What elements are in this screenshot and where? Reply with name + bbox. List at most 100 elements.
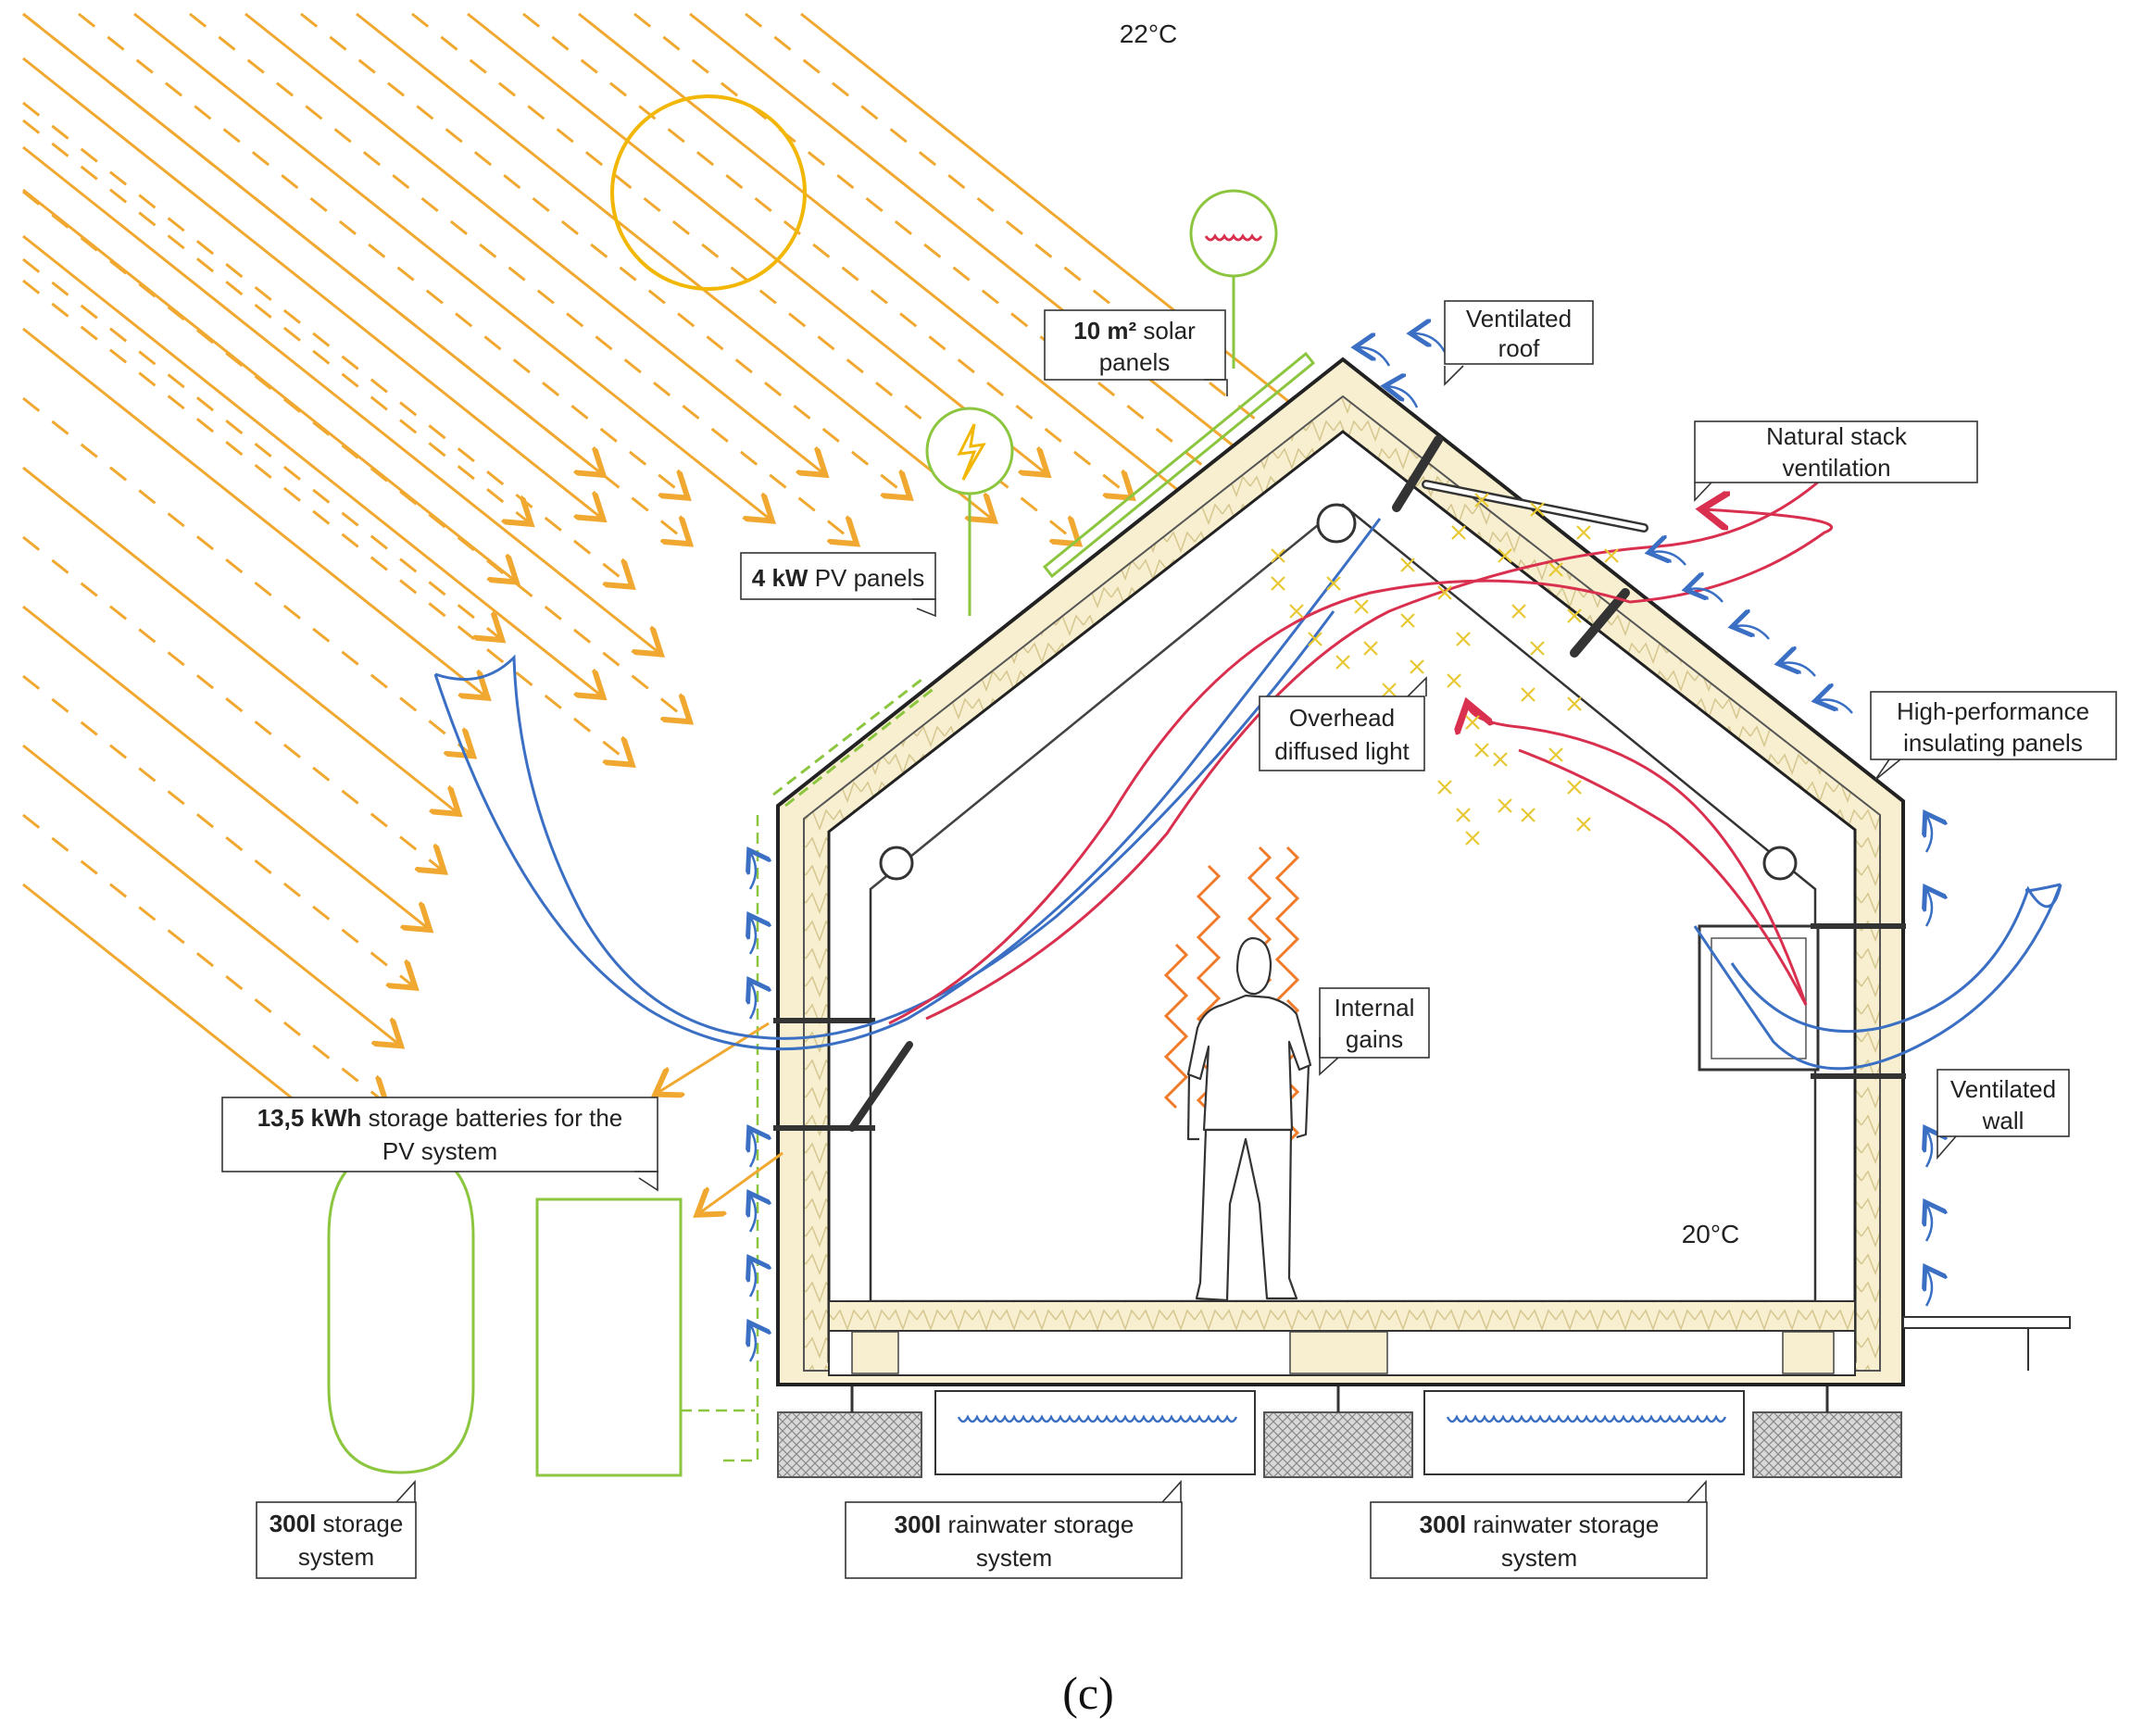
light-cross xyxy=(1437,585,1452,600)
air-arrow xyxy=(750,982,756,1020)
svg-text:Natural stack: Natural stack xyxy=(1766,422,1908,450)
air-arrow xyxy=(750,1324,756,1362)
storage-tank xyxy=(327,1147,475,1474)
light-cross xyxy=(1410,659,1424,674)
label-300l-storage: 300l storage system xyxy=(256,1479,417,1579)
foundation xyxy=(777,1385,1902,1478)
air-arrow xyxy=(1926,1204,1932,1242)
solar-ray xyxy=(78,12,685,496)
solar-ray xyxy=(745,12,1352,496)
light-cross xyxy=(1567,608,1582,623)
label-pv-panels: 4 kW PV panels xyxy=(740,552,936,618)
svg-text:insulating panels: insulating panels xyxy=(1903,729,2083,757)
air-arrow xyxy=(1734,621,1770,640)
svg-text:roof: roof xyxy=(1498,334,1541,362)
air-arrow xyxy=(750,1130,756,1168)
solar-ray xyxy=(22,234,601,696)
solar-ray xyxy=(133,12,770,520)
svg-text:300l rainwater storage: 300l rainwater storage xyxy=(895,1511,1134,1538)
light-cross xyxy=(1451,525,1466,540)
air-arrow xyxy=(1357,343,1391,367)
label-overhead-light: Overhead diffused light xyxy=(1259,676,1427,771)
svg-text:Ventilated: Ventilated xyxy=(1466,305,1572,332)
solar-ray xyxy=(22,327,485,696)
light-cross xyxy=(1354,599,1369,614)
air-arrow xyxy=(750,917,756,955)
light-cross xyxy=(1474,743,1489,758)
ventilation-arrows xyxy=(750,329,1932,1362)
sun-icon xyxy=(610,94,807,291)
svg-text:4 kW PV panels: 4 kW PV panels xyxy=(752,564,924,592)
solar-ray xyxy=(22,396,471,754)
light-cross xyxy=(1326,576,1341,591)
callout-labels: 10 m² solar panels Ventilated roof Natur… xyxy=(221,300,2117,1579)
label-ventilated-wall: Ventilated wall xyxy=(1937,1069,2070,1160)
air-arrow xyxy=(1687,584,1724,603)
svg-text:wall: wall xyxy=(1982,1107,2024,1135)
svg-text:panels: panels xyxy=(1099,348,1171,376)
svg-text:system: system xyxy=(976,1544,1052,1572)
air-arrow xyxy=(1926,889,1932,927)
figure-caption: (c) xyxy=(1062,1667,1114,1719)
light-cross xyxy=(1604,548,1619,563)
solar-ray xyxy=(244,12,823,473)
light-cross xyxy=(1548,562,1563,577)
svg-text:system: system xyxy=(1501,1544,1577,1572)
label-storage-batteries: 13,5 kWh storage batteries for the PV sy… xyxy=(221,1097,658,1192)
svg-text:Overhead: Overhead xyxy=(1289,704,1395,732)
solar-ray xyxy=(22,744,399,1044)
house-section xyxy=(773,357,2071,1386)
heat-wave xyxy=(1163,943,1189,1109)
solar-ray xyxy=(22,12,688,542)
air-arrow xyxy=(1926,815,1932,853)
solar-ray xyxy=(22,605,428,928)
svg-text:diffused light: diffused light xyxy=(1274,737,1410,765)
light-cross xyxy=(1335,655,1350,670)
svg-text:Ventilated: Ventilated xyxy=(1950,1075,2056,1103)
light-cross xyxy=(1493,752,1508,767)
solar-ray xyxy=(22,188,514,581)
label-rainwater-right: 300l rainwater storage system xyxy=(1370,1479,1708,1579)
air-arrow xyxy=(1926,1269,1932,1307)
rainwater-tank-left xyxy=(934,1390,1256,1475)
air-arrow xyxy=(750,852,756,890)
light-cross xyxy=(1521,808,1536,822)
light-cross xyxy=(1576,525,1591,540)
solar-ray xyxy=(22,119,529,522)
person-icon xyxy=(1186,936,1312,1302)
solar-ray xyxy=(22,56,601,518)
svg-text:10 m² solar: 10 m² solar xyxy=(1073,317,1196,345)
solar-ray xyxy=(689,12,1268,473)
solar-ray xyxy=(22,145,658,653)
svg-text:PV system: PV system xyxy=(382,1137,497,1165)
solar-ray xyxy=(522,12,1130,496)
light-cross xyxy=(1447,673,1461,688)
lightning-icon xyxy=(925,407,1014,616)
label-ventilated-roof: Ventilated roof xyxy=(1444,300,1594,386)
light-cross xyxy=(1465,831,1480,846)
light-cross xyxy=(1530,502,1545,517)
rainwater-tank-right xyxy=(1423,1390,1745,1475)
air-arrow xyxy=(1650,547,1686,566)
light-cross xyxy=(1567,696,1582,711)
solar-ray xyxy=(22,813,384,1102)
solar-ray xyxy=(22,535,442,871)
svg-text:High-performance: High-performance xyxy=(1897,697,2089,725)
solar-ray xyxy=(22,279,630,763)
label-rainwater-left: 300l rainwater storage system xyxy=(845,1479,1183,1579)
water-heat-icon xyxy=(1189,189,1278,369)
solar-ray xyxy=(189,12,855,542)
water-wave-icon xyxy=(957,1414,1238,1423)
solar-ray xyxy=(22,257,500,638)
svg-text:300l rainwater storage: 300l rainwater storage xyxy=(1420,1511,1660,1538)
light-cross xyxy=(1530,641,1545,656)
light-cross xyxy=(1576,817,1591,832)
light-cross xyxy=(1567,780,1582,795)
solar-ray xyxy=(22,466,457,812)
svg-text:system: system xyxy=(298,1543,374,1571)
light-cross xyxy=(1271,548,1285,563)
light-cross xyxy=(1271,576,1285,591)
light-cross xyxy=(1289,604,1304,619)
svg-text:13,5 kWh storage batteries for: 13,5 kWh storage batteries for the xyxy=(257,1104,623,1132)
label-solar-panels: 10 m² solar panels xyxy=(1044,309,1228,396)
